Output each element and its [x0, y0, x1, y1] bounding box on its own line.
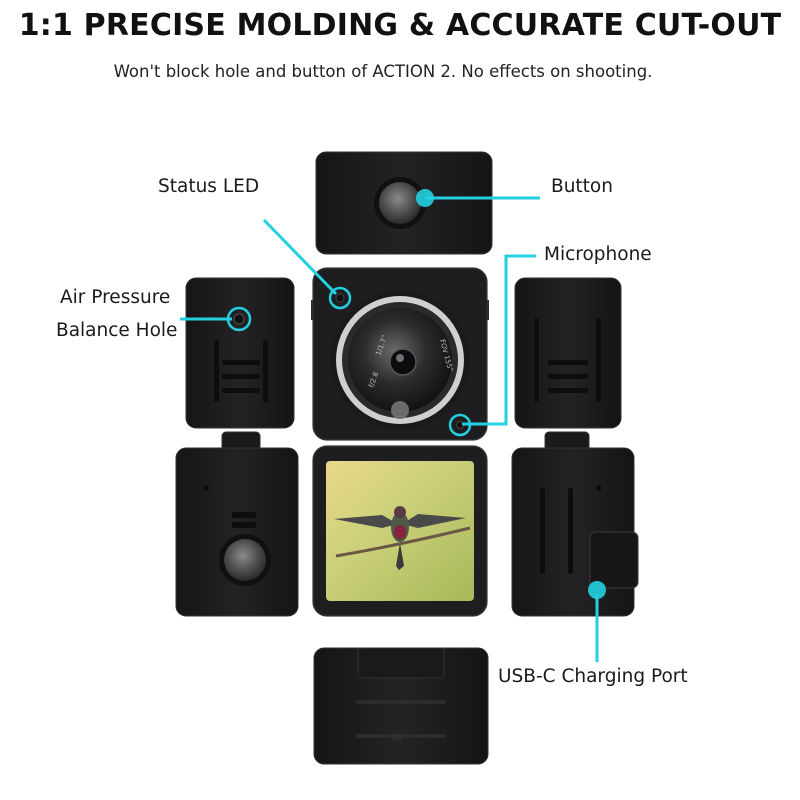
usb-c-label: USB-C Charging Port — [498, 666, 688, 687]
right-upper-flap — [514, 277, 622, 457]
side-button-icon — [224, 539, 266, 581]
microphone-label: Microphone — [544, 244, 652, 265]
right-lower-flap — [511, 447, 639, 617]
microphone-marker — [448, 413, 472, 437]
button-marker — [416, 189, 434, 207]
top-cover — [315, 151, 493, 255]
left-lower-flap — [175, 447, 299, 617]
button-icon — [379, 182, 421, 224]
air-pressure-label-line2: Balance Hole — [56, 320, 178, 341]
hummingbird-icon — [334, 506, 471, 570]
callout-markers — [226, 189, 606, 599]
usb-c-flap — [589, 531, 639, 589]
button-label: Button — [551, 176, 613, 197]
page-title: 1:1 PRECISE MOLDING & ACCURATE CUT-OUT — [18, 8, 782, 43]
left-upper-flap — [185, 277, 295, 459]
usb-c-marker — [588, 581, 606, 599]
screen-module — [312, 445, 488, 617]
air-pressure-marker — [226, 306, 252, 332]
camera-body: f/2.8 1/1.7" FOV 155° — [311, 267, 489, 441]
bottom-cover: DJI — [313, 647, 489, 765]
status-led-marker — [328, 286, 352, 310]
page-subtitle: Won't block hole and button of ACTION 2.… — [113, 62, 653, 81]
status-led-hole — [335, 293, 345, 303]
air-pressure-hole — [233, 313, 245, 325]
callout-lines — [180, 196, 599, 662]
bottom-cap-text: DJI — [392, 734, 402, 742]
air-pressure-label-line1: Air Pressure — [60, 287, 171, 308]
status-led-label: Status LED — [158, 176, 260, 197]
